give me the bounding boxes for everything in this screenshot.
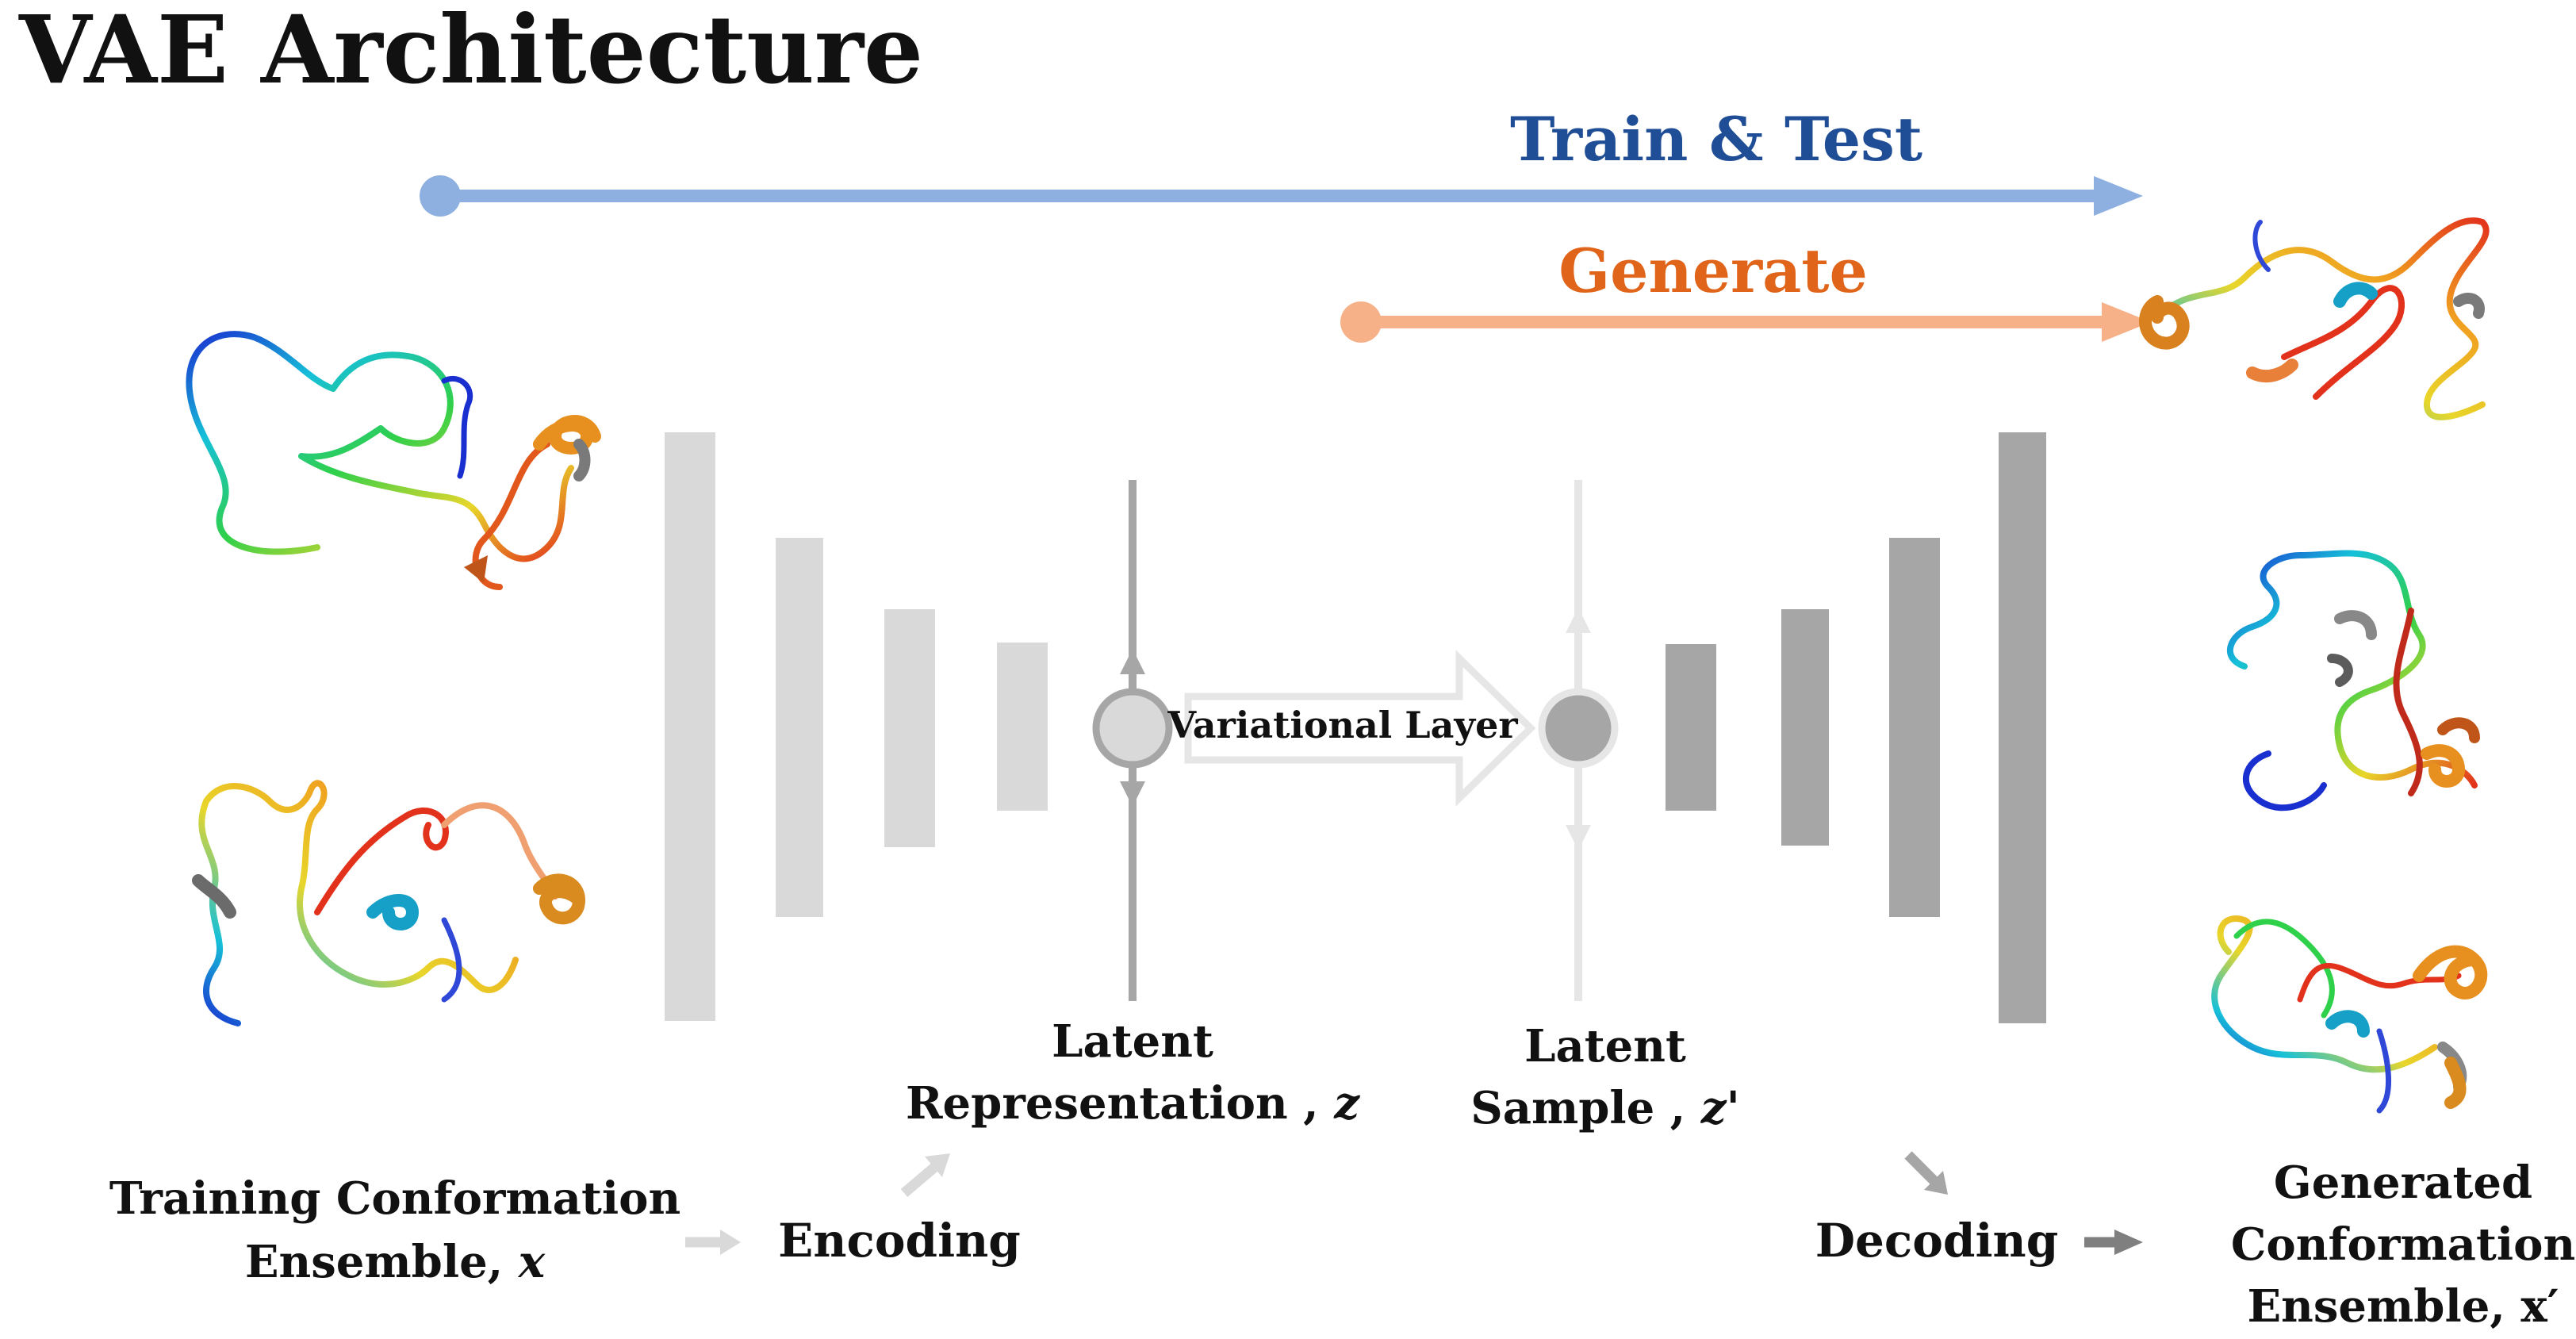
generated-protein-3-image bbox=[2211, 915, 2488, 1114]
encoding-label: Encoding bbox=[778, 1214, 1021, 1268]
generate-label: Generate bbox=[1558, 236, 1868, 306]
generated-protein-2-image bbox=[2226, 550, 2480, 811]
training-protein-1-image bbox=[186, 331, 601, 590]
encoder-layer-2 bbox=[776, 538, 823, 917]
train-test-label: Train & Test bbox=[1510, 104, 1922, 175]
generated-ensemble-line1: Generated bbox=[2274, 1157, 2532, 1209]
latent-representation-line1: Latent bbox=[1052, 1015, 1213, 1068]
input-to-encoding-arrow bbox=[685, 1230, 741, 1255]
decoder-network bbox=[1666, 432, 2046, 1023]
training-ensemble-line2: Ensemble, bbox=[245, 1236, 519, 1288]
train-test-arrow: Train & Test bbox=[420, 104, 2143, 217]
training-ensemble-line1: Training Conformation bbox=[109, 1172, 680, 1225]
latent-representation-line2: Representation , bbox=[906, 1077, 1334, 1130]
generate-arrow: Generate bbox=[1340, 236, 2151, 343]
latent-representation-node bbox=[1092, 480, 1173, 1001]
decoder-layer-2 bbox=[1781, 609, 1829, 846]
latent-representation-var: z bbox=[1333, 1077, 1360, 1130]
latent-sample-line1: Latent bbox=[1524, 1020, 1686, 1072]
generated-ensemble-line2: Conformation bbox=[2231, 1218, 2575, 1271]
diagram-title: VAE Architecture bbox=[18, 0, 923, 105]
encoder-layer-3 bbox=[884, 609, 935, 847]
variational-layer-label: Variational Layer bbox=[1167, 704, 1518, 746]
training-ensemble-var: x bbox=[518, 1236, 546, 1288]
sample-to-decoding-arrow bbox=[1904, 1151, 1948, 1195]
latent-sample-line2: Sample , bbox=[1470, 1082, 1701, 1134]
encoder-network bbox=[665, 432, 1048, 1021]
training-ensemble-label: Training Conformation Ensemble, x bbox=[109, 1172, 680, 1288]
generated-ensemble-line3: Ensemble, x′ bbox=[2247, 1280, 2559, 1333]
svg-text:Representation , z: Representation , z bbox=[906, 1077, 1360, 1130]
decoder-layer-4 bbox=[1999, 432, 2046, 1023]
latent-sample-label: Latent Sample , z' bbox=[1470, 1020, 1739, 1134]
latent-sample-var: z' bbox=[1700, 1082, 1740, 1134]
decoder-layer-3 bbox=[1889, 538, 1940, 917]
latent-representation-label: Latent Representation , z bbox=[906, 1015, 1360, 1130]
training-protein-2-image bbox=[192, 780, 585, 1026]
svg-text:Sample , z': Sample , z' bbox=[1470, 1082, 1739, 1134]
encoder-layer-1 bbox=[665, 432, 715, 1021]
decoder-layer-1 bbox=[1666, 644, 1716, 811]
encoding-to-latent-arrow bbox=[900, 1153, 950, 1197]
generated-protein-1-image bbox=[2139, 217, 2490, 420]
svg-text:Ensemble, x: Ensemble, x bbox=[245, 1236, 546, 1288]
generated-ensemble-label: Generated Conformation Ensemble, x′ bbox=[2231, 1157, 2575, 1333]
encoder-layer-4 bbox=[997, 643, 1048, 811]
decoding-to-output-arrow bbox=[2084, 1230, 2143, 1255]
decoding-label: Decoding bbox=[1815, 1214, 2059, 1268]
latent-sample-node bbox=[1538, 480, 1619, 1001]
variational-layer-arrow: Variational Layer bbox=[1167, 650, 1536, 807]
